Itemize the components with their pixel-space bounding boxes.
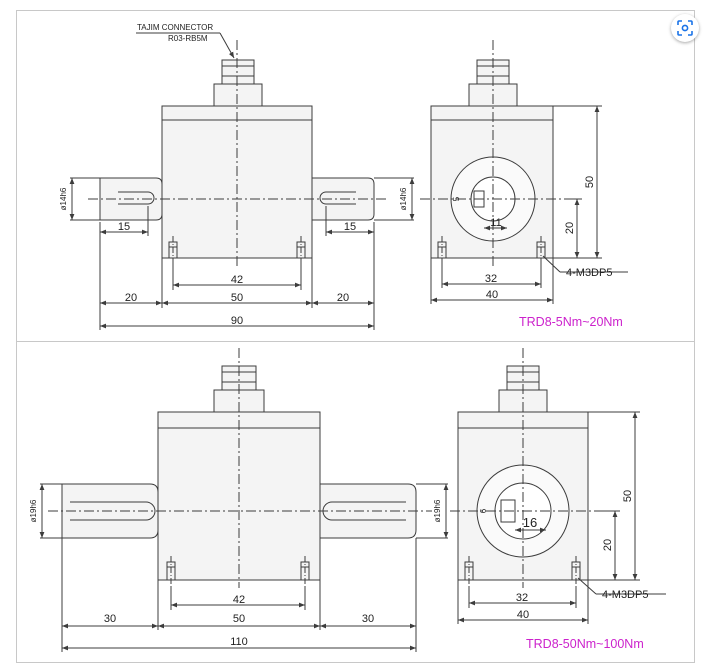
bottom-dim-total: 110 [230,636,248,648]
top-shaft-diameter-side: ø14h6 [399,187,408,210]
lens-scan-icon [677,20,693,36]
bottom-side-width-inner: 32 [516,592,528,604]
bottom-shaft-diameter-side: ø19h6 [433,499,442,522]
top-annotations: TAJIM CONNECTOR R03-RB5M ø14h6 ø14h6 15 … [59,23,623,329]
top-dim-42: 42 [231,274,243,286]
top-dim-50: 50 [231,292,243,304]
top-side-height: 50 [584,176,596,188]
bottom-annotations: ø19h6 ø19h6 42 30 50 30 110 6 16 50 20 4… [29,490,648,651]
top-side-holes-callout: 4-M3DP5 [566,267,612,279]
top-shaft-diameter: ø14h6 [59,187,68,210]
bottom-dim-left: 30 [104,613,116,625]
bottom-dim-42: 42 [233,594,245,606]
bottom-model-label: TRD8-50Nm~100Nm [526,637,644,651]
top-drawing-frame [16,10,695,342]
bottom-side-center: 20 [602,539,614,551]
top-dim-left: 20 [125,292,137,304]
top-dim-total: 90 [231,315,243,327]
bottom-side-view [450,348,666,624]
bottom-side-keyway: 6 [479,508,488,513]
top-side-bore: 11 [490,217,501,229]
top-side-view [420,40,628,304]
connector-model: R03-RB5M [168,34,208,43]
bottom-side-height: 50 [622,490,634,502]
top-dim-key-right: 15 [344,221,356,233]
visual-search-button[interactable] [671,14,699,42]
bottom-side-width: 40 [517,609,529,621]
top-front-view [69,32,415,330]
bottom-dim-right: 30 [362,613,374,625]
connector-title: TAJIM CONNECTOR [137,23,213,32]
top-dim-key-left: 15 [118,221,130,233]
top-side-width: 40 [486,289,498,301]
top-model-label: TRD8-5Nm~20Nm [519,315,623,329]
bottom-side-holes-callout: 4-M3DP5 [602,589,648,601]
top-side-center: 20 [564,222,576,234]
bottom-side-bore: 16 [523,515,537,530]
bottom-shaft-diameter: ø19h6 [29,499,38,522]
top-side-keyway: 5 [452,196,461,201]
top-side-width-inner: 32 [485,273,497,285]
top-dim-right: 20 [337,292,349,304]
bottom-dim-50: 50 [233,613,245,625]
bottom-front-view [39,348,449,652]
